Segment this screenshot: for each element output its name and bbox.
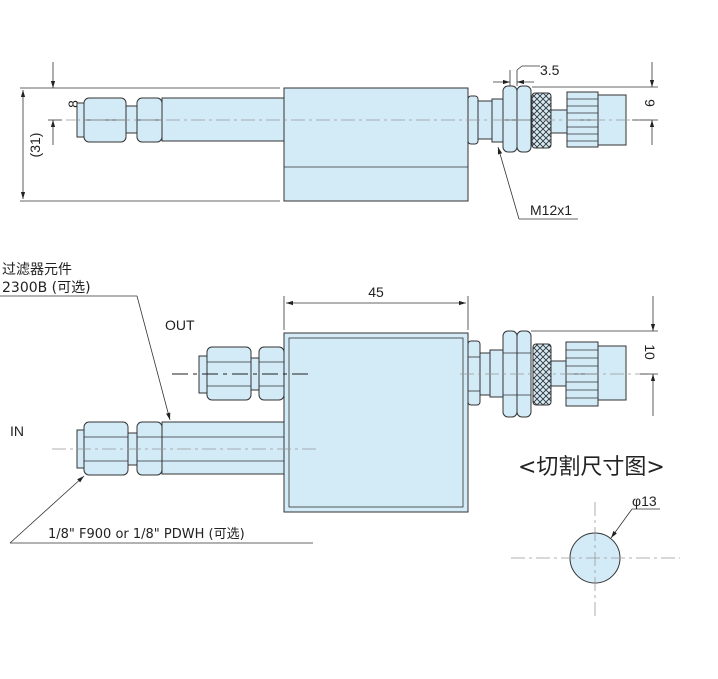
top-view: (31) 8: [20, 62, 658, 220]
cutout-title: <切割尺寸图>: [518, 455, 665, 480]
filter-leader: [136, 295, 171, 421]
diameter-label: φ13: [632, 493, 657, 509]
outlet-connector-top: [467, 85, 627, 153]
fitting-leader: [9, 475, 85, 544]
diameter-leader: [610, 508, 633, 539]
filter-body-front: [283, 332, 469, 513]
inlet-fitting-front: [76, 421, 285, 476]
filter-element-model: 2300B (可选): [2, 280, 91, 296]
dim-10-label: 10: [642, 344, 658, 360]
front-view: 过滤器元件 2300B (可选) OUT IN 45: [0, 262, 658, 544]
m12-leader: [497, 146, 520, 220]
out-label: OUT: [165, 317, 195, 333]
cutout-diagram: <切割尺寸图> φ13: [511, 455, 680, 620]
filter-body-top: [283, 87, 469, 202]
fitting-label: 1/8" F900 or 1/8" PDWH (可选): [48, 527, 245, 542]
filter-element-label: 过滤器元件: [2, 262, 72, 278]
dim-9-label: 9: [642, 99, 658, 107]
in-label: IN: [10, 423, 24, 439]
dim-45-label: 45: [368, 284, 384, 300]
dim-3-5-leader: [516, 65, 540, 71]
dim-8-label: 8: [65, 100, 81, 108]
dim-3-5-label: 3.5: [540, 62, 560, 78]
thread-label: M12x1: [530, 202, 572, 218]
dim-31-label: (31): [27, 133, 43, 158]
